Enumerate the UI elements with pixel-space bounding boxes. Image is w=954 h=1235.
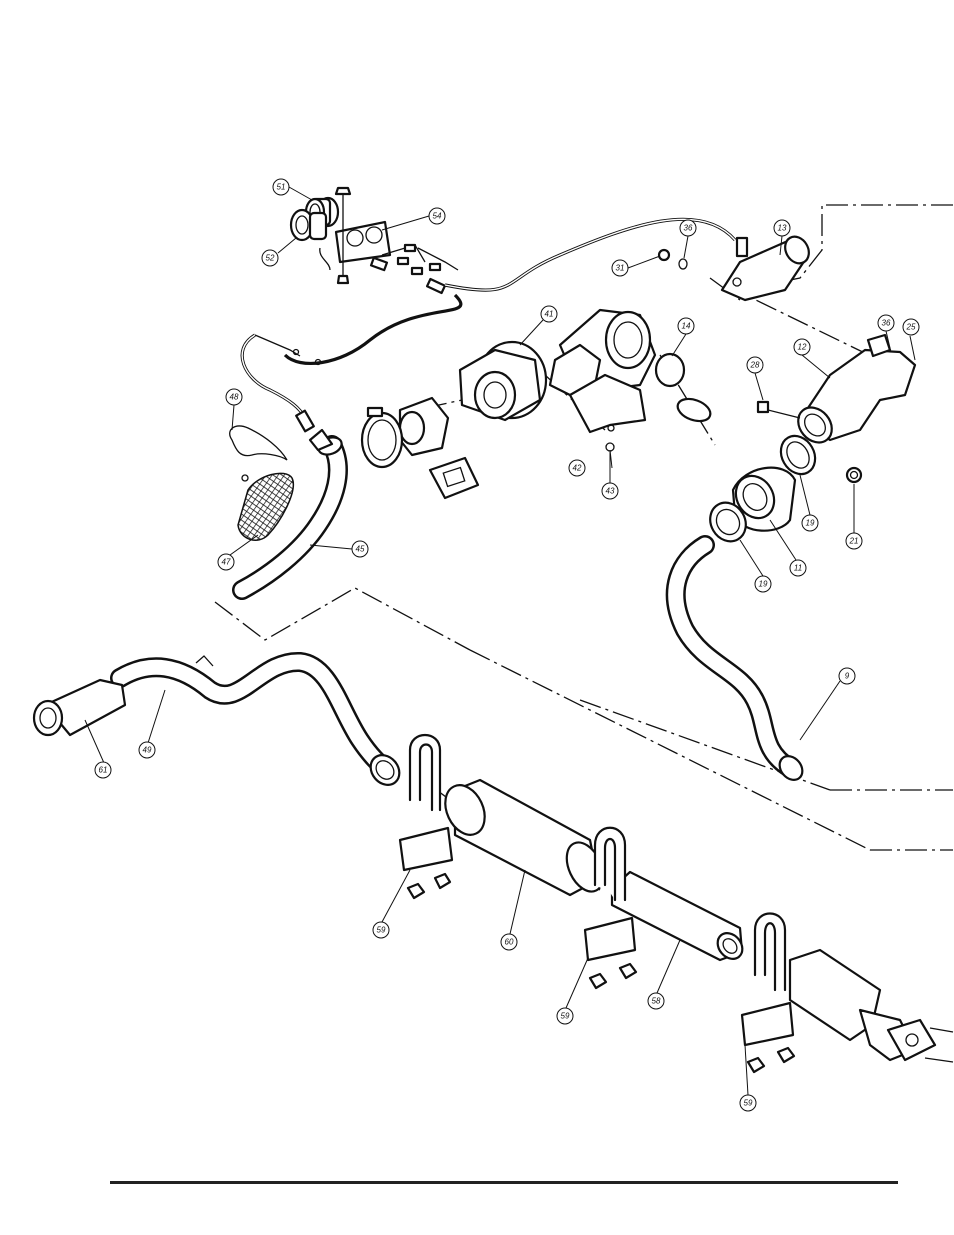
callout-54: 54 xyxy=(429,208,445,224)
callout-13: 13 xyxy=(774,220,790,236)
callout-9: 9 xyxy=(839,668,855,684)
svg-text:45: 45 xyxy=(356,545,365,554)
svg-text:49: 49 xyxy=(143,746,152,755)
turbocharger xyxy=(460,310,713,451)
svg-text:59: 59 xyxy=(561,1012,570,1021)
svg-text:52: 52 xyxy=(266,254,275,263)
callout-19-b: 19 xyxy=(755,576,771,592)
callout-41: 41 xyxy=(541,306,557,322)
callout-11: 11 xyxy=(790,560,806,576)
callout-48: 48 xyxy=(226,389,242,405)
callout-47: 47 xyxy=(218,554,234,570)
callout-49: 49 xyxy=(139,742,155,758)
callout-58: 58 xyxy=(648,993,664,1009)
bracket-54 xyxy=(336,222,390,262)
callout-14: 14 xyxy=(678,318,694,334)
gasket-14 xyxy=(656,354,684,386)
svg-text:11: 11 xyxy=(794,564,802,573)
svg-text:54: 54 xyxy=(433,212,442,221)
callout-28: 28 xyxy=(747,357,763,373)
svg-text:58: 58 xyxy=(652,997,661,1006)
svg-text:21: 21 xyxy=(849,537,859,546)
svg-text:28: 28 xyxy=(750,361,760,370)
svg-text:19: 19 xyxy=(759,580,768,589)
callout-12: 12 xyxy=(794,339,810,355)
callout-51: 51 xyxy=(273,179,289,195)
callout-45: 45 xyxy=(352,541,368,557)
svg-text:31: 31 xyxy=(616,264,625,273)
svg-text:61: 61 xyxy=(99,766,108,775)
svg-text:19: 19 xyxy=(806,519,815,528)
svg-text:59: 59 xyxy=(744,1099,753,1108)
svg-text:36: 36 xyxy=(882,319,891,328)
callout-59-b: 59 xyxy=(557,1008,573,1024)
callout-36: 36 xyxy=(680,220,696,236)
callout-19: 19 xyxy=(802,515,818,531)
callout-60: 60 xyxy=(501,934,517,950)
hanger-59c xyxy=(742,914,794,1073)
callout-52: 52 xyxy=(262,250,278,266)
svg-text:9: 9 xyxy=(845,672,850,681)
heat-shield-47 xyxy=(230,426,294,540)
svg-text:43: 43 xyxy=(606,487,615,496)
footer-rule xyxy=(110,1181,898,1184)
svg-text:59: 59 xyxy=(377,926,386,935)
svg-text:13: 13 xyxy=(778,224,787,233)
assembly-lines xyxy=(215,205,953,890)
nut-21 xyxy=(847,468,861,482)
svg-text:12: 12 xyxy=(798,343,807,352)
callout-36-b: 36 xyxy=(878,315,894,331)
callout-25: 25 xyxy=(903,319,919,335)
svg-text:25: 25 xyxy=(906,323,916,332)
callout-43: 43 xyxy=(602,483,618,499)
svg-text:42: 42 xyxy=(573,464,582,473)
flange-gasket xyxy=(430,458,478,498)
gauge-assembly xyxy=(291,188,458,293)
svg-text:41: 41 xyxy=(545,310,554,319)
svg-text:14: 14 xyxy=(682,322,691,331)
svg-text:36: 36 xyxy=(684,224,693,233)
svg-text:47: 47 xyxy=(222,558,231,567)
callout-21: 21 xyxy=(846,533,862,549)
callout-42: 42 xyxy=(569,460,585,476)
tailpipe-49 xyxy=(34,656,405,791)
svg-text:60: 60 xyxy=(505,938,514,947)
nut-31 xyxy=(659,250,669,260)
callout-59-c: 59 xyxy=(740,1095,756,1111)
svg-text:48: 48 xyxy=(230,393,239,402)
callout-31: 31 xyxy=(612,260,628,276)
callout-59: 59 xyxy=(373,922,389,938)
muffler-60 xyxy=(438,779,611,897)
clamp-adapter xyxy=(362,398,478,498)
converter-section xyxy=(790,950,953,1062)
svg-text:51: 51 xyxy=(277,183,286,192)
callout-61: 61 xyxy=(95,762,111,778)
